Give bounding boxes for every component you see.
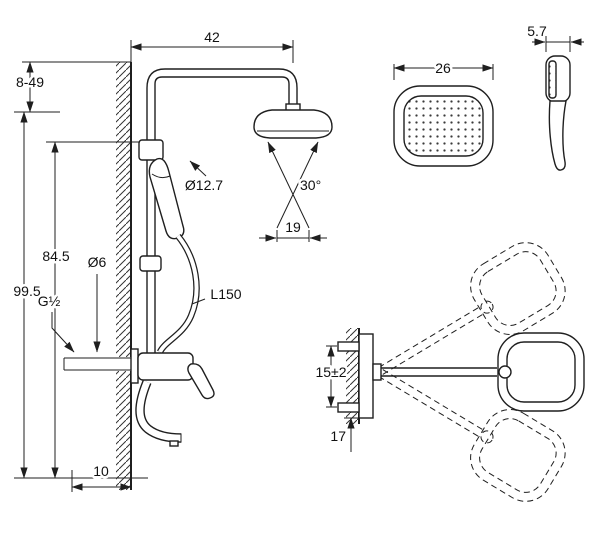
swivel-joint [498,365,512,379]
riser-pipe [146,68,298,362]
shower-arm [381,367,497,377]
dim-hose-length-label: L150 [210,286,241,302]
tub-spout [135,380,182,447]
supply-pipe [63,357,131,371]
dim-total-height-label: 99.5 [13,283,40,299]
spout-outlet [169,440,179,447]
dim-hole-diameter-label: Ø6 [88,254,107,270]
shower-hose [157,233,200,354]
mounting-plate [358,333,374,419]
elevation-dimensions: 42 8-49 99.5 84.5 Ø6 G½ Ø12.7 L150 30° 1… [11,27,327,492]
swivel-position-lower [378,369,566,502]
dim-head-thickness-label: 5.7 [527,23,547,39]
handshower-handle-side [548,100,567,171]
mounting-bolt-bottom [337,402,360,413]
shower-head-body [253,109,333,139]
dim-height-range-label: 8-49 [16,74,44,90]
dim-spray-width-label: 19 [285,219,301,235]
dim-handshower-diameter-label: Ø12.7 [185,177,223,193]
swivel-arm-solid [381,332,585,412]
wall-mounting-detail [337,328,382,424]
mixer-valve [130,348,215,400]
handshower-face-side [548,60,557,99]
dim-bar-height-label: 84.5 [42,248,69,264]
upper-slider-bracket [138,139,164,161]
dim-inlet-thread-label: G½ [38,293,61,309]
wall-section [116,62,132,490]
swivel-joint-upper [480,300,494,314]
swivel-position-upper [378,242,566,375]
spray-face-nozzles [403,95,484,157]
slide-bar-brackets [138,139,164,272]
swivel-joint-lower [480,430,494,444]
dim-wall-inset-label: 10 [93,463,109,479]
overhead-shower-top-view: 26 [393,58,494,167]
dim-spray-angle-label: 30° [300,177,321,193]
mixer-body [137,352,194,381]
wall-hatching [116,62,131,490]
head-face-outline [497,332,585,412]
mounting-bolt-top [337,341,360,352]
hand-shower-side-view: 5.7 [525,21,584,171]
dim-offset-label: 17 [330,428,346,444]
spray-cone [267,141,319,229]
detail-dimensions: 15±2 17 [313,345,359,452]
dim-top-offset-label: 42 [204,29,220,45]
dim-inlet-spacing-label: 15±2 [315,364,346,380]
dim-head-width-label: 26 [435,60,451,76]
arm-hub [372,363,382,381]
mixer-lever [187,363,215,400]
lower-bracket [139,255,162,272]
detail-wall-hatching [346,328,359,424]
overhead-shower [253,103,333,139]
wall-escutcheon [130,348,139,384]
